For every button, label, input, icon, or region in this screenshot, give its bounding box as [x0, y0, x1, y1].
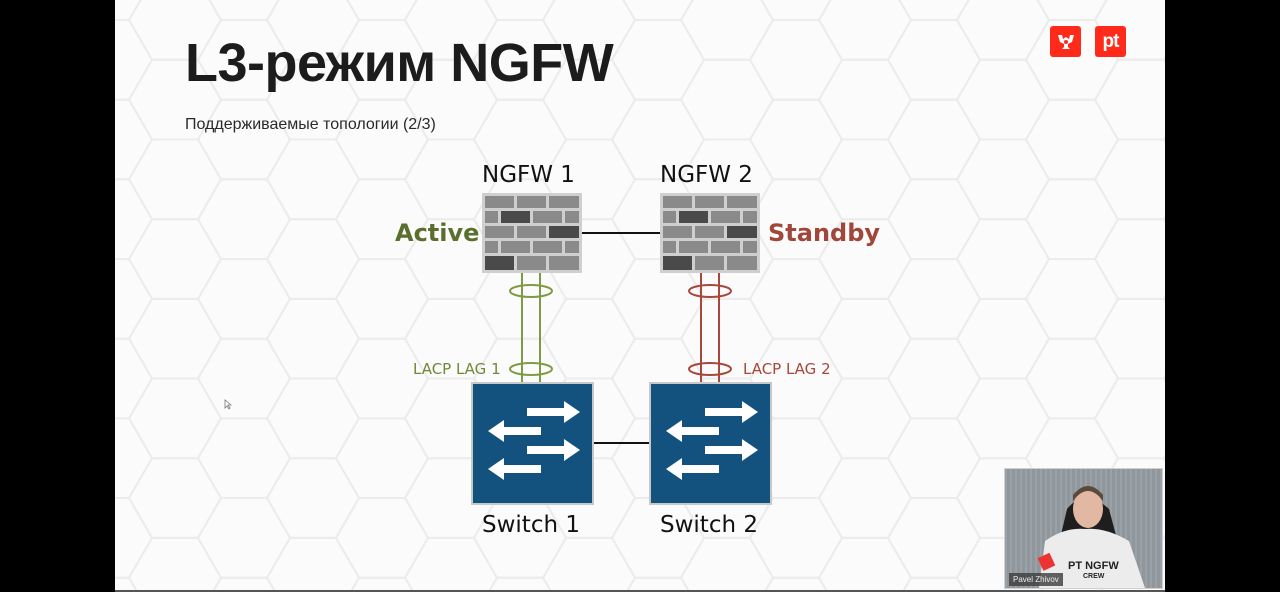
lacp-lag-2-label: LACP LAG 2	[743, 360, 831, 378]
lag-2-links	[688, 273, 732, 383]
background-hexagon	[1162, 454, 1165, 462]
network-diagram	[471, 193, 772, 505]
switch-2-icon	[649, 382, 772, 505]
ngfw-2-label: NGFW 2	[660, 162, 753, 188]
background-hexagon	[1162, 215, 1165, 223]
standby-state-label: Standby	[768, 219, 881, 247]
lag-1-links	[509, 273, 553, 383]
background-hexagon	[1162, 56, 1165, 64]
switch-1-icon	[471, 382, 594, 505]
background-hexagon	[1162, 295, 1165, 303]
slide-subtitle: Поддерживаемые топологии (2/3)	[185, 116, 436, 133]
ngfw-1-firewall-icon	[482, 193, 582, 273]
mouse-cursor-icon	[224, 399, 232, 410]
shield-crest-icon	[1057, 34, 1074, 49]
lacp-lag-1-label: LACP LAG 1	[413, 360, 501, 378]
pt-logo-text: pt	[1102, 31, 1120, 52]
background-hexagon	[1162, 135, 1165, 144]
ngfw-2-firewall-icon	[660, 193, 760, 273]
ngfw-1-label: NGFW 1	[482, 162, 575, 188]
switch-1-label: Switch 1	[482, 512, 580, 538]
pt-logo: pt	[1095, 26, 1126, 57]
active-state-label: Active	[395, 219, 480, 247]
shirt-text-2: CREW	[1083, 573, 1105, 580]
slide-bottom-border	[115, 590, 1165, 592]
shirt-text-1: PT NGFW	[1068, 560, 1119, 572]
presenter-name-tag: Pavel Zhivov	[1009, 573, 1063, 586]
presentation-slide: L3-режим NGFW Поддерживаемые топологии (…	[115, 0, 1165, 590]
presenter-webcam: PT NGFW CREW Pavel Zhivov	[1004, 468, 1163, 589]
pt-shield-logo	[1050, 26, 1081, 57]
switch-2-label: Switch 2	[660, 512, 758, 538]
background-hexagon	[1162, 374, 1165, 383]
background-hexagon	[1162, 534, 1165, 542]
slide-title: L3-режим NGFW	[185, 33, 614, 93]
presenter-video-frame	[1005, 469, 1162, 588]
